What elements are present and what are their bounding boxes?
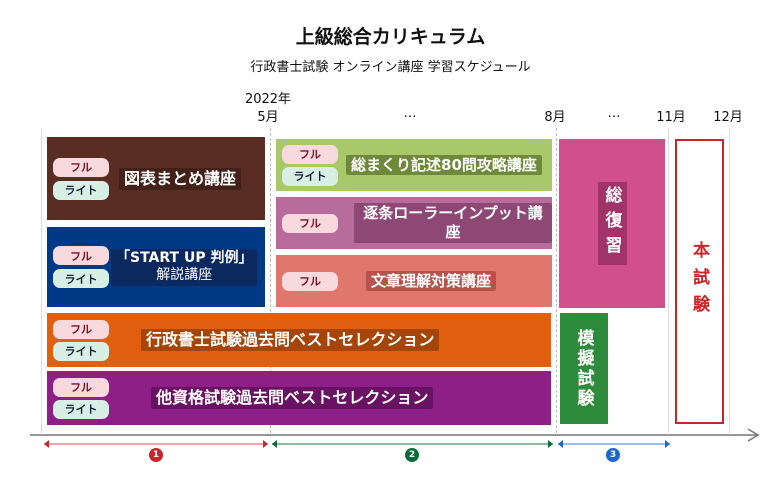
lite-tag: ライト [53,399,109,419]
page-title: 上級総合カリキュラム [295,26,486,48]
course-title: 文章理解対策講座 [366,270,497,292]
course-title: 「START UP 判例」 [116,249,253,266]
block-honshiken: 本試験 [675,139,724,424]
course-gyosei: フルライト 行政書士試験過去問ベストセレクション [47,313,551,367]
mogi-label: 模擬試験 [573,328,594,409]
block-mogi: 模擬試験 [560,313,608,424]
lite-tag: ライト [282,166,338,186]
course-title: 行政書士試験過去問ベストセレクション [141,329,440,351]
honshiken-label: 本試験 [689,241,709,322]
course-subtitle: 解説講座 [156,267,213,283]
phase-2-badge: 2 [405,448,419,462]
full-tag: フル [282,271,338,291]
ellipsis-label: … [403,106,417,121]
ellipsis-label: … [607,106,621,121]
month-12-label: 12月 [713,110,743,125]
year-label: 2022年 [244,92,292,107]
timeline-axis [30,428,760,448]
course-tashikaku: フルライト 他資格試験過去問ベストセレクション [47,371,551,425]
full-tag: フル [53,377,109,397]
grid-line [270,128,271,433]
full-tag: フル [282,213,338,233]
grid-line [668,128,669,433]
lite-tag: ライト [53,180,109,200]
month-8-label: 8月 [544,110,566,125]
block-fukushu: 総復習 [559,139,665,308]
course-title: 逐条ローラーインプット講座 [354,203,552,243]
page-subtitle: 行政書士試験 オンライン講座 学習スケジュール [250,60,531,75]
grid-line [41,128,42,433]
fukushu-label: 総復習 [597,182,627,265]
course-bunsho: フル 文章理解対策講座 [276,255,552,307]
grid-line [556,128,557,433]
course-startup: フルライト 「START UP 判例」解説講座 [47,227,265,307]
lite-tag: ライト [53,341,109,361]
phase-3-badge: 3 [606,448,620,462]
course-title: 図表まとめ講座 [119,167,242,190]
full-tag: フル [53,246,109,265]
month-5-label: 5月 [257,110,279,125]
lite-tag: ライト [53,269,109,288]
phase-1-badge: 1 [149,448,163,462]
course-title: 他資格試験過去問ベストセレクション [151,387,434,409]
month-11-label: 11月 [656,110,686,125]
course-chikujo: フル 逐条ローラーインプット講座 [276,197,552,249]
full-tag: フル [53,157,109,177]
course-kijutsu: フルライト 総まくり記述80問攻略講座 [276,139,552,191]
grid-line [729,128,730,433]
course-title: 総まくり記述80問攻略講座 [346,154,542,176]
full-tag: フル [53,319,109,339]
full-tag: フル [282,144,338,164]
course-zuhyo: フルライト 図表まとめ講座 [47,137,265,220]
